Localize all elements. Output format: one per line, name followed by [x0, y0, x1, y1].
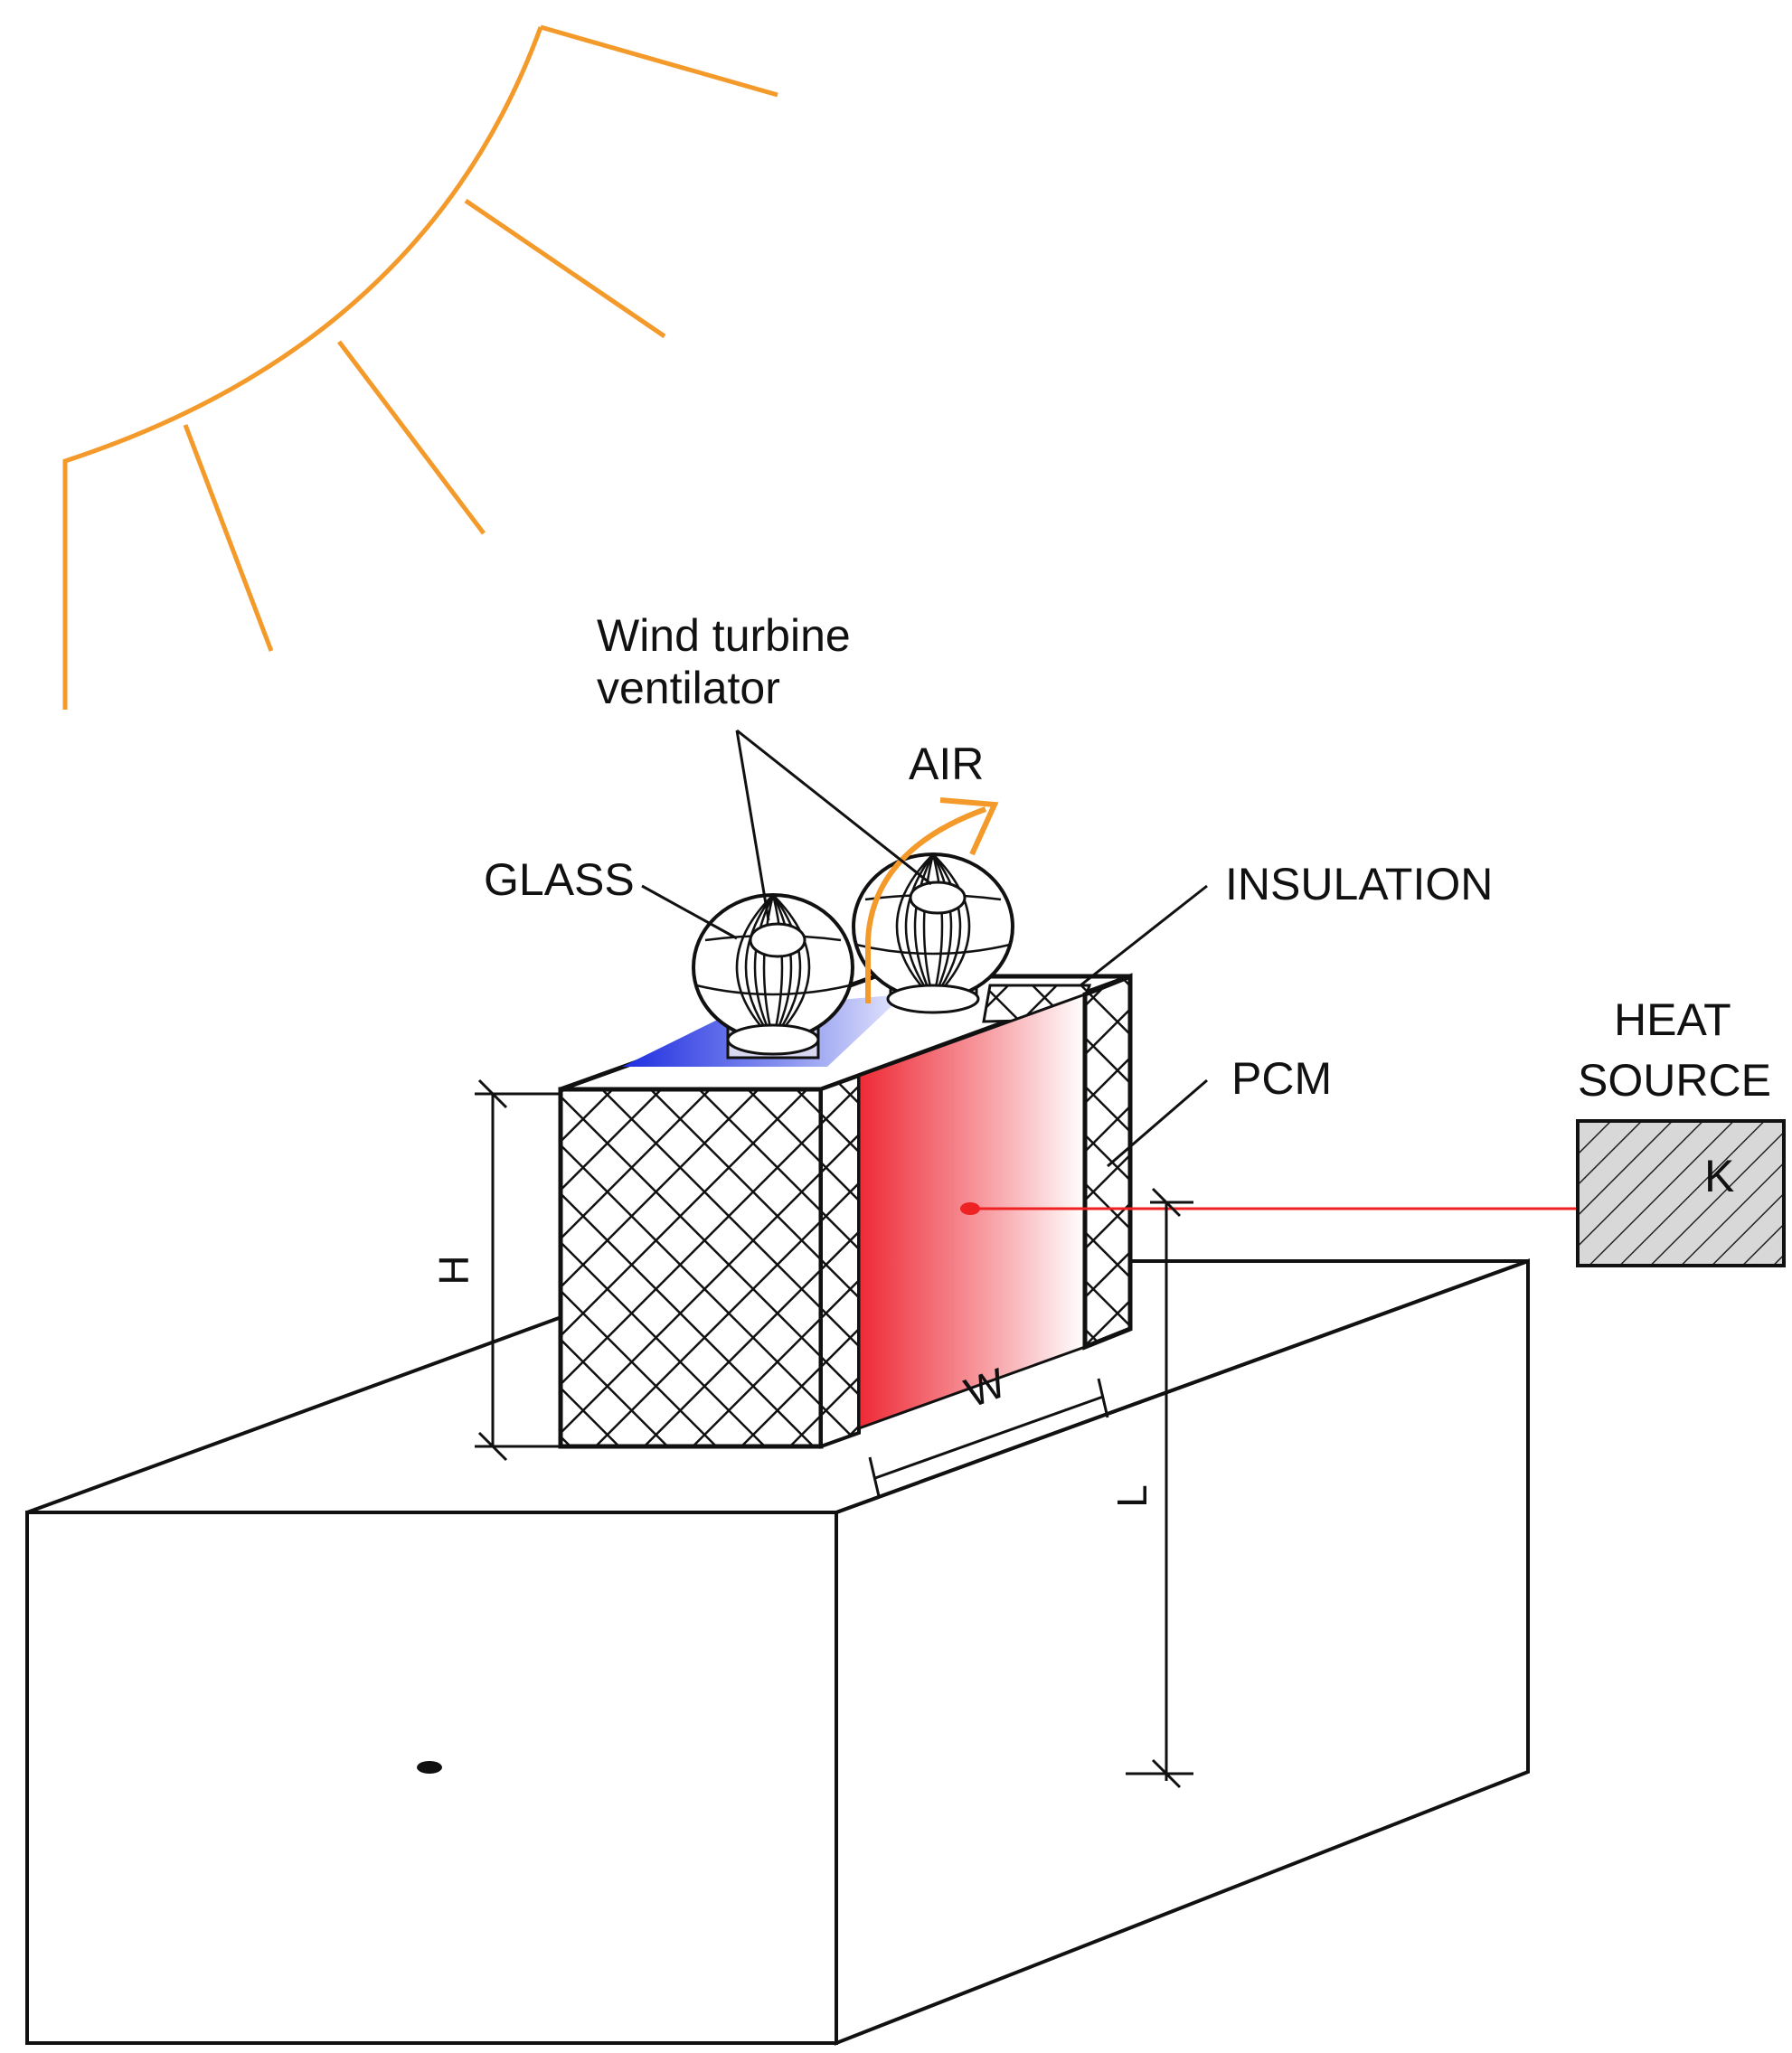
turbine-ventilator-right-icon — [852, 852, 1014, 1014]
air-flow-arrow — [865, 797, 999, 1003]
heat-source-block — [1576, 1119, 1786, 1267]
building-block — [25, 1258, 1530, 2046]
insulation-front-face — [558, 1073, 861, 1449]
dimension-h-label: H — [430, 1255, 477, 1285]
dimension-w-line — [868, 1378, 1109, 1497]
sun-icon — [62, 24, 778, 710]
label-insulation: INSULATION — [1225, 859, 1493, 909]
dimension-h-line — [475, 1078, 561, 1462]
label-air: AIR — [909, 739, 984, 789]
insulation-back-wall — [1082, 973, 1133, 1351]
label-ventilator: ventilator — [597, 663, 780, 713]
building-center-mark — [417, 1761, 442, 1774]
label-source: SOURCE — [1578, 1055, 1771, 1106]
dimension-l-label: L — [1108, 1484, 1155, 1508]
label-k: K — [1704, 1151, 1734, 1201]
turbine-ventilator-left-icon — [692, 893, 854, 1059]
label-pcm: PCM — [1231, 1053, 1332, 1104]
leader-lines — [641, 729, 1208, 1168]
label-glass: GLASS — [484, 854, 635, 905]
label-wind-turbine: Wind turbine — [597, 610, 851, 661]
dimension-l-line — [1126, 1187, 1193, 1789]
label-heat: HEAT — [1614, 994, 1731, 1045]
